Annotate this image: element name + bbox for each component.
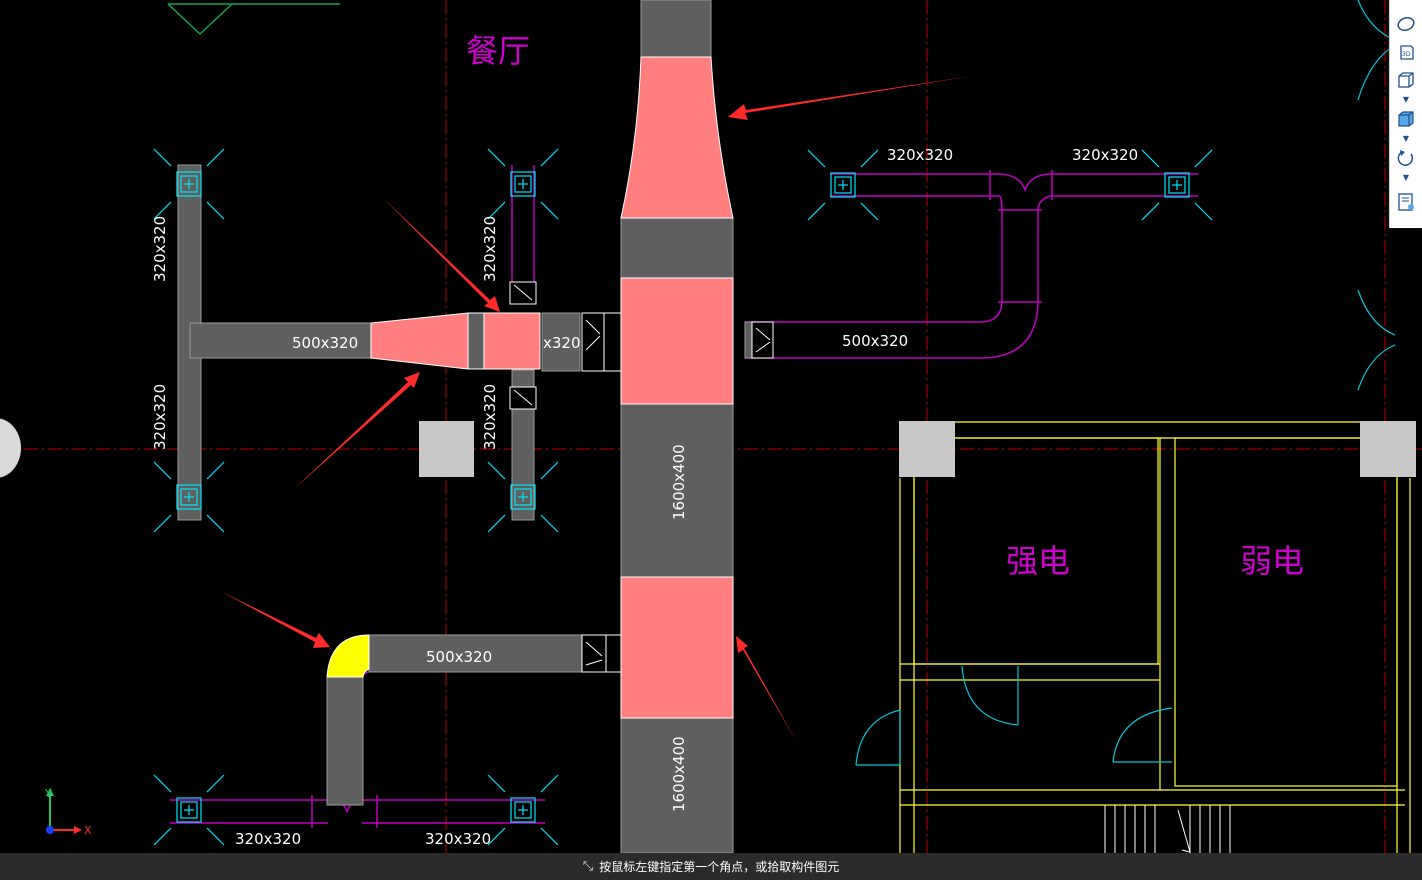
main-duct-label-1: 1600x400 [670, 444, 688, 520]
rotate-icon[interactable] [1394, 146, 1418, 170]
duct-label-left-upper: 320x320 [151, 216, 169, 282]
wall-outlines [899, 421, 1411, 853]
duct-label-bottom-left: 320x320 [235, 830, 301, 848]
rotate-dropdown[interactable]: ▼ [1402, 173, 1410, 182]
duct-outlines-magenta [170, 165, 1198, 828]
duct-label-top-right-1: 320x320 [887, 146, 953, 164]
main-duct-label-2: 1600x400 [670, 736, 688, 812]
box-view-dropdown[interactable]: ▼ [1402, 95, 1410, 104]
room-label-dining: 餐厅 [466, 32, 530, 70]
ucs-axis-indicator: Y X [44, 787, 92, 837]
side-panel-toggle[interactable] [0, 418, 21, 478]
annotation-arrows [222, 76, 972, 744]
view-toolbar: 3D ▼ ▼ ▼ [1389, 0, 1422, 228]
valve-block [467, 312, 485, 370]
room-label-strong-power: 强电 [1006, 542, 1070, 580]
status-prompt: 按鼠标左键指定第一个角点，或拾取构件图元 [599, 860, 840, 874]
duct-elbow-highlight [326, 634, 370, 678]
structural-columns [419, 421, 1416, 477]
box-view-icon[interactable] [1394, 68, 1418, 92]
svg-text:3D: 3D [1402, 51, 1411, 58]
cloud-view-icon[interactable] [1394, 12, 1418, 36]
duct-highlight-pink [370, 56, 734, 719]
stair-lines [1104, 805, 1231, 853]
duct-label-left-500: 500x320 [292, 334, 358, 352]
duct-label-partial: x320 [543, 334, 581, 352]
properties-icon[interactable] [1394, 190, 1418, 214]
door-swings [855, 0, 1396, 766]
axis-label-y: Y [44, 787, 52, 800]
duct-dampers [509, 281, 774, 673]
axis-label-x: X [84, 824, 92, 837]
duct-label-middle-lower: 320x320 [481, 384, 499, 450]
duct-label-bottom-right: 320x320 [425, 830, 491, 848]
duct-label-left-lower: 320x320 [151, 384, 169, 450]
air-diffusers [153, 148, 1213, 846]
duct-segments-gray [177, 0, 774, 854]
duct-label-middle-upper: 320x320 [481, 216, 499, 282]
pick-corner-icon: ⤡ [582, 859, 594, 874]
solid-view-dropdown[interactable]: ▼ [1402, 134, 1410, 143]
duct-label-top-right-2: 320x320 [1072, 146, 1138, 164]
duct-label-right-500: 500x320 [842, 332, 908, 350]
elevation-marker [167, 3, 340, 36]
duct-label-bottom-500: 500x320 [426, 648, 492, 666]
solid-box-icon[interactable] [1394, 107, 1418, 131]
room-label-weak-power: 弱电 [1240, 542, 1304, 580]
3d-view-icon[interactable]: 3D [1394, 40, 1418, 64]
command-status-bar: ⤡ 按鼠标左键指定第一个角点，或拾取构件图元 [0, 853, 1422, 880]
